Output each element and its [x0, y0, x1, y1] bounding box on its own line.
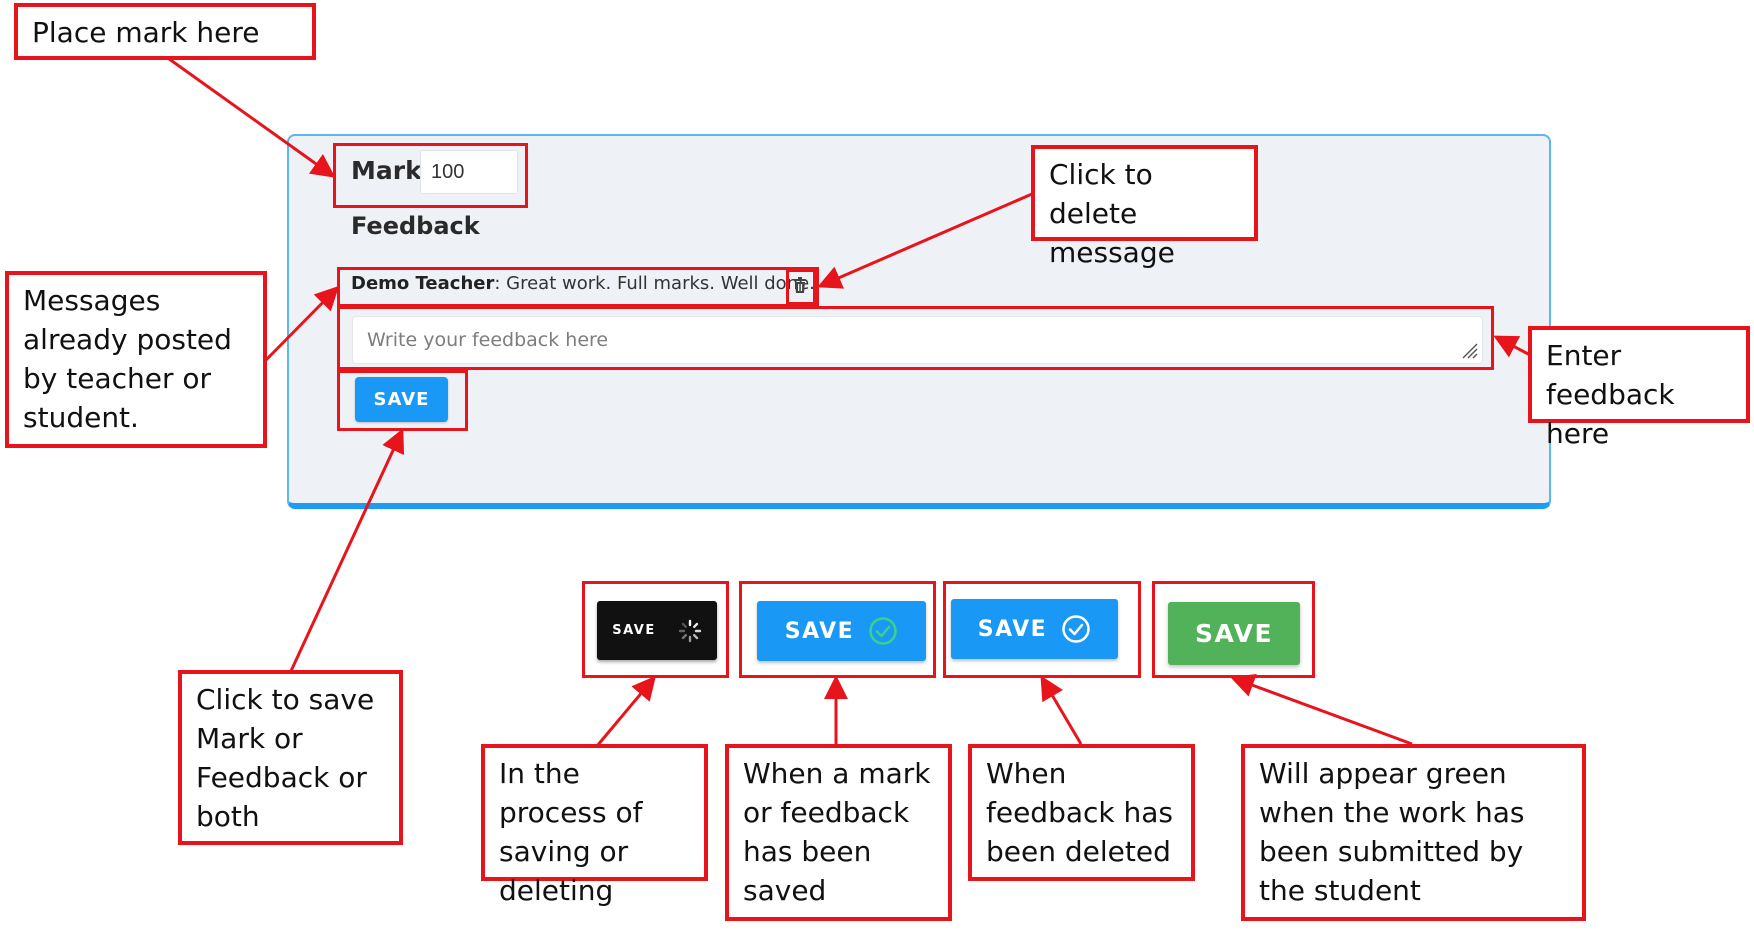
feedback-label: Feedback	[351, 212, 480, 240]
check-circle-icon	[869, 617, 897, 645]
trash-highlight-frame	[786, 269, 816, 305]
save-button-saving: SAVE	[597, 601, 717, 660]
callout-click-to-save: Click to save Mark or Feedback or both	[178, 670, 403, 845]
saving-label: SAVE	[612, 623, 656, 638]
message-author: Demo Teacher	[351, 273, 495, 294]
save-highlight-frame	[337, 370, 468, 431]
callout-appear-green: Will appear green when the work has been…	[1241, 744, 1586, 921]
check-circle-icon	[1062, 615, 1090, 643]
callout-messages-posted: Messages already posted by teacher or st…	[5, 271, 267, 448]
message-text: Great work. Full marks. Well done.	[500, 273, 815, 294]
callout-feedback-deleted: When feedback has been deleted	[968, 744, 1195, 881]
mark-input[interactable]	[420, 150, 518, 194]
save-button[interactable]: SAVE	[355, 377, 448, 422]
callout-delete-message: Click to delete message	[1031, 145, 1258, 269]
feedback-textarea[interactable]: Write your feedback here	[352, 316, 1483, 364]
callout-mark-saved: When a mark or feedback has been saved	[725, 744, 952, 921]
feedback-placeholder: Write your feedback here	[367, 329, 609, 351]
feedback-highlight-frame	[337, 306, 1494, 370]
mark-highlight-frame	[333, 143, 528, 208]
mark-label: Mark	[351, 156, 422, 185]
save-button-submitted: SAVE	[1168, 602, 1300, 665]
deleted-highlight-frame	[943, 581, 1141, 678]
saved-highlight-frame	[739, 581, 936, 678]
deleted-label: SAVE	[977, 616, 1048, 642]
posted-message: Demo Teacher: Great work. Full marks. We…	[351, 273, 815, 294]
callout-saving-process: In the process of saving or deleting	[481, 744, 708, 907]
resize-grip-icon[interactable]	[1460, 341, 1478, 359]
trash-icon[interactable]	[793, 277, 807, 293]
message-separator: :	[494, 273, 501, 294]
save-button-saved: SAVE	[757, 601, 926, 661]
callout-place-mark: Place mark here	[14, 3, 316, 60]
save-button-deleted: SAVE	[951, 599, 1118, 659]
message-highlight-frame	[337, 267, 819, 307]
submitted-highlight-frame	[1152, 581, 1315, 678]
callout-enter-feedback: Enter feedback here	[1528, 326, 1750, 450]
spinner-icon	[678, 619, 701, 642]
saving-highlight-frame	[582, 581, 729, 678]
saved-label: SAVE	[784, 618, 855, 644]
